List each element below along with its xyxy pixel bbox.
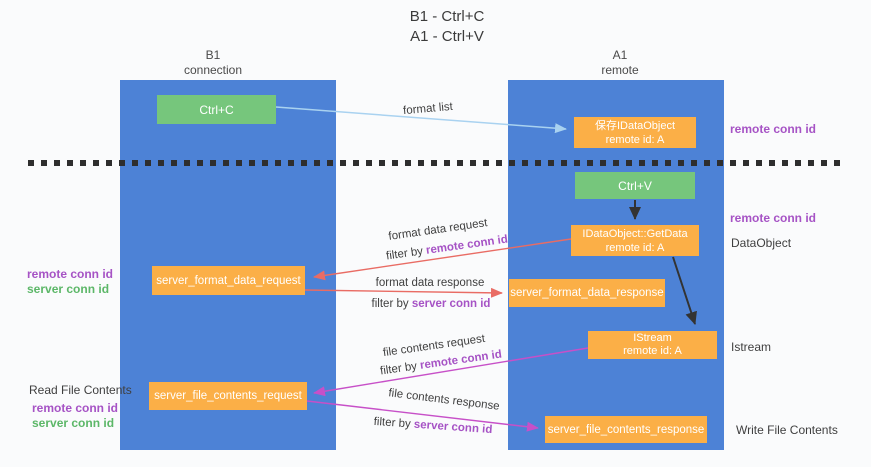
- ctrl-c-label: Ctrl+C: [199, 102, 234, 117]
- label-remote-conn-id-right-2: remote conn id: [730, 211, 817, 225]
- box-ctrl-c: Ctrl+C: [157, 95, 276, 124]
- box-server-file-contents-request: server_file_contents_request: [149, 382, 307, 410]
- filter-by-text-2: filter by: [371, 298, 412, 310]
- flow-label-format-data-response: format data response: [375, 277, 485, 289]
- box-idataobject-getdata: IDataObject::GetData remote id: A: [571, 225, 699, 256]
- title-line-2: A1 - Ctrl+V: [410, 28, 484, 45]
- title-line-1: B1 - Ctrl+C: [409, 8, 485, 25]
- box-ctrl-v: Ctrl+V: [575, 172, 695, 199]
- label-istream: Istream: [731, 340, 772, 354]
- arrow-file-contents-response: [306, 400, 539, 432]
- server-format-data-request-label: server_format_data_request: [156, 274, 301, 287]
- server-file-contents-request-label: server_file_contents_request: [154, 390, 302, 402]
- server-file-contents-response-label: server_file_contents_response: [547, 423, 705, 436]
- arrow-format-data-response: [304, 287, 503, 298]
- label-server-conn-id-left-1: server conn id: [27, 282, 110, 296]
- label-conn-ids-left-2: remote conn id server conn id: [32, 401, 118, 431]
- box-server-format-data-response: server_format_data_response: [509, 279, 665, 307]
- arrow-format-list: [275, 106, 567, 134]
- istream-line1: IStream: [633, 332, 672, 344]
- header-a1-remote: A1 remote: [601, 48, 638, 78]
- ctrl-v-label: Ctrl+V: [618, 178, 652, 193]
- save-dataobject-line2: remote id: A: [605, 133, 665, 146]
- flow-label-filter-server-1: filter by server conn id: [372, 298, 491, 310]
- box-istream: IStream remote id: A: [588, 331, 717, 359]
- header-connection: connection: [183, 63, 243, 77]
- header-b1: B1: [205, 48, 221, 62]
- label-read-file-contents: Read File Contents: [29, 383, 132, 397]
- label-remote-conn-id-top-right: remote conn id: [730, 122, 817, 136]
- header-remote: remote: [601, 63, 639, 77]
- server-format-data-response-label: server_format_data_response: [510, 287, 664, 299]
- header-a1: A1: [612, 48, 628, 62]
- box-server-file-contents-response: server_file_contents_response: [545, 416, 707, 443]
- getdata-line2: remote id: A: [605, 241, 665, 254]
- arrow-getdata-to-istream: [672, 256, 697, 325]
- getdata-line1: IDataObject::GetData: [582, 227, 688, 240]
- save-dataobject-line1: 保存IDataObject: [594, 119, 676, 132]
- istream-line2: remote id: A: [623, 345, 682, 357]
- label-remote-conn-id-left-1: remote conn id: [27, 267, 114, 281]
- box-save-dataobject: 保存IDataObject remote id: A: [574, 117, 696, 148]
- server-conn-id-text-1: server conn id: [411, 298, 491, 310]
- label-conn-ids-left-1: remote conn id server conn id: [27, 267, 113, 297]
- arrow-file-contents-request: [313, 347, 589, 397]
- diagram-title: B1 - Ctrl+C A1 - Ctrl+V: [410, 7, 485, 47]
- label-dataobject: DataObject: [731, 236, 792, 250]
- label-remote-conn-id-left-2: remote conn id: [32, 401, 119, 415]
- label-write-file-contents: Write File Contents: [736, 423, 838, 437]
- header-b1-connection: B1 connection: [184, 48, 242, 78]
- arrow-format-data-request: [313, 238, 572, 281]
- box-server-format-data-request: server_format_data_request: [152, 266, 305, 295]
- label-server-conn-id-left-2: server conn id: [32, 416, 115, 430]
